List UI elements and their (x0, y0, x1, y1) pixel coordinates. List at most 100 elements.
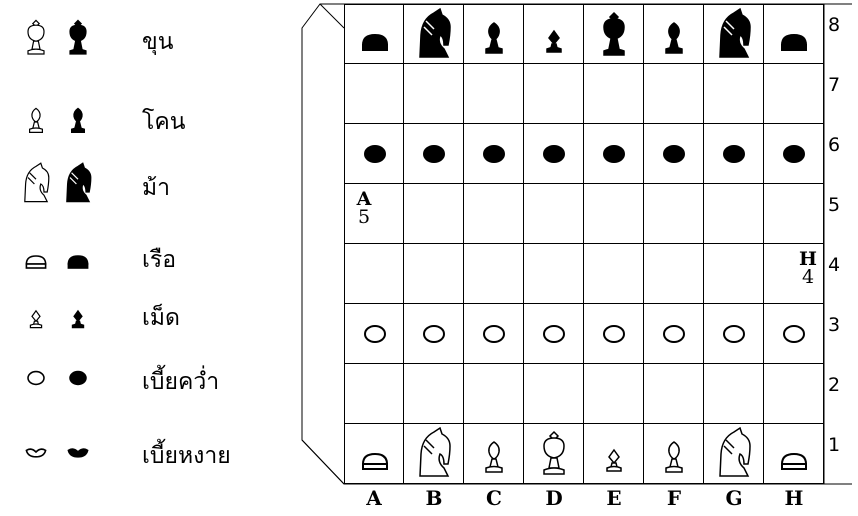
bia-black-piece[interactable] (524, 124, 584, 184)
square-E5[interactable] (584, 184, 644, 244)
square-G1[interactable] (704, 424, 764, 484)
rank-label: 2 (828, 374, 852, 396)
square-E1[interactable] (584, 424, 644, 484)
square-G6[interactable] (704, 124, 764, 184)
khon-white-piece[interactable] (464, 424, 524, 484)
square-D2[interactable] (524, 364, 584, 424)
square-A1[interactable] (344, 424, 404, 484)
ma-black-piece[interactable] (404, 5, 464, 65)
square-B4[interactable] (404, 244, 464, 304)
square-C5[interactable] (464, 184, 524, 244)
bia-black-piece[interactable] (464, 124, 524, 184)
square-C2[interactable] (464, 364, 524, 424)
square-D7[interactable] (524, 64, 584, 124)
ma-white-piece[interactable] (404, 424, 464, 484)
square-D1[interactable] (524, 424, 584, 484)
bia-white-piece[interactable] (464, 304, 524, 364)
square-E4[interactable] (584, 244, 644, 304)
square-D5[interactable] (524, 184, 584, 244)
met-white-piece[interactable] (584, 424, 644, 484)
square-H6[interactable] (764, 124, 824, 184)
square-C1[interactable] (464, 424, 524, 484)
square-F3[interactable] (644, 304, 704, 364)
square-A3[interactable] (344, 304, 404, 364)
square-H5[interactable] (764, 184, 824, 244)
square-D3[interactable] (524, 304, 584, 364)
met-black-piece[interactable] (524, 5, 584, 65)
rank-label: 6 (828, 134, 852, 156)
bia-white-piece[interactable] (404, 304, 464, 364)
bia-white-piece[interactable] (524, 304, 584, 364)
square-F1[interactable] (644, 424, 704, 484)
khun-white-piece[interactable] (524, 424, 584, 484)
square-E6[interactable] (584, 124, 644, 184)
bia-white-piece[interactable] (644, 304, 704, 364)
square-B5[interactable] (404, 184, 464, 244)
square-G3[interactable] (704, 304, 764, 364)
square-C4[interactable] (464, 244, 524, 304)
square-C6[interactable] (464, 124, 524, 184)
square-B3[interactable] (404, 304, 464, 364)
ruea-black-piece[interactable] (764, 5, 824, 65)
square-B1[interactable] (404, 424, 464, 484)
rank-label: 4 (828, 254, 852, 276)
square-H3[interactable] (764, 304, 824, 364)
square-A2[interactable] (344, 364, 404, 424)
square-A7[interactable] (344, 64, 404, 124)
square-F8[interactable] (644, 4, 704, 64)
square-F7[interactable] (644, 64, 704, 124)
square-B2[interactable] (404, 364, 464, 424)
bia-white-piece[interactable] (704, 304, 764, 364)
square-H8[interactable] (764, 4, 824, 64)
square-D4[interactable] (524, 244, 584, 304)
square-G4[interactable] (704, 244, 764, 304)
file-label: F (644, 486, 704, 510)
bia-black-piece[interactable] (764, 124, 824, 184)
khun-black-piece[interactable] (584, 5, 644, 65)
square-C3[interactable] (464, 304, 524, 364)
square-D6[interactable] (524, 124, 584, 184)
square-H1[interactable] (764, 424, 824, 484)
square-F5[interactable] (644, 184, 704, 244)
square-A4[interactable] (344, 244, 404, 304)
ruea-white-piece[interactable] (764, 424, 824, 484)
square-C8[interactable] (464, 4, 524, 64)
khon-black-piece[interactable] (644, 5, 704, 65)
bia-white-piece[interactable] (764, 304, 824, 364)
bia-black-piece[interactable] (345, 124, 405, 184)
square-B7[interactable] (404, 64, 464, 124)
square-E3[interactable] (584, 304, 644, 364)
square-G5[interactable] (704, 184, 764, 244)
khon-white-piece[interactable] (644, 424, 704, 484)
square-B8[interactable] (404, 4, 464, 64)
square-F4[interactable] (644, 244, 704, 304)
bia-white-piece[interactable] (584, 304, 644, 364)
khon-black-piece[interactable] (464, 5, 524, 65)
square-G2[interactable] (704, 364, 764, 424)
square-D8[interactable] (524, 4, 584, 64)
square-E2[interactable] (584, 364, 644, 424)
square-F2[interactable] (644, 364, 704, 424)
bia-black-piece[interactable] (404, 124, 464, 184)
ma-white-piece[interactable] (704, 424, 764, 484)
square-F6[interactable] (644, 124, 704, 184)
ma-black-piece[interactable] (704, 5, 764, 65)
bia-black-piece[interactable] (704, 124, 764, 184)
square-E7[interactable] (584, 64, 644, 124)
square-G7[interactable] (704, 64, 764, 124)
bia-black-piece[interactable] (584, 124, 644, 184)
bia-black-piece[interactable] (644, 124, 704, 184)
square-H2[interactable] (764, 364, 824, 424)
ruea-white-piece[interactable] (345, 424, 405, 484)
square-A6[interactable] (344, 124, 404, 184)
square-B6[interactable] (404, 124, 464, 184)
square-G8[interactable] (704, 4, 764, 64)
square-A8[interactable] (344, 4, 404, 64)
bia-white-piece[interactable] (345, 304, 405, 364)
square-C7[interactable] (464, 64, 524, 124)
ruea-black-piece[interactable] (345, 5, 405, 65)
rank-label: 7 (828, 74, 852, 96)
rank-label: 5 (828, 194, 852, 216)
square-H7[interactable] (764, 64, 824, 124)
square-E8[interactable] (584, 4, 644, 64)
